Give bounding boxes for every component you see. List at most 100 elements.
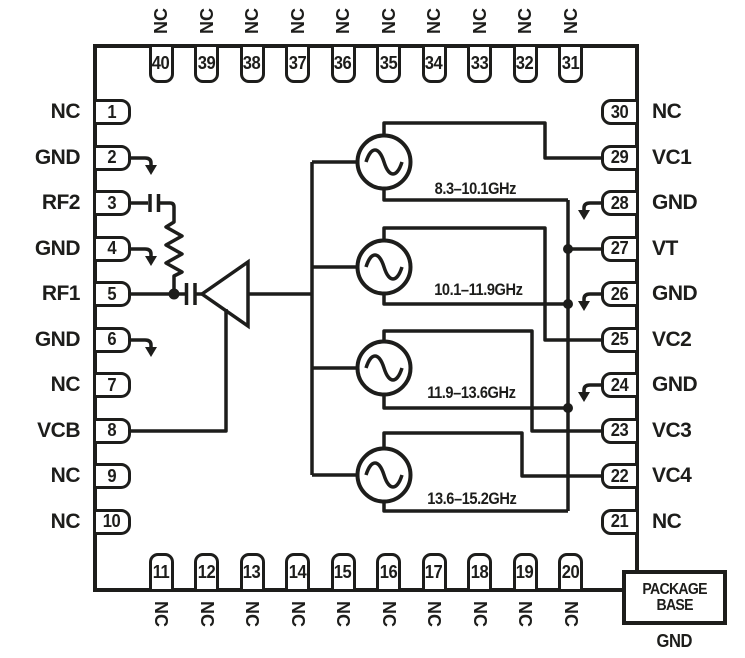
pin-36-label-text: NC <box>332 8 353 34</box>
pin-27-number: 27 <box>611 238 629 259</box>
package-base-box: PACKAGE BASE <box>622 570 727 625</box>
pin-10-box: 10 <box>93 508 131 535</box>
pin-31-label-text: NC <box>560 8 580 34</box>
junction-dot <box>563 403 573 413</box>
pin-28-box: 28 <box>601 190 639 217</box>
capacitor-icon <box>148 194 161 212</box>
pin-40-box: 40 <box>148 44 174 83</box>
pin-27-box: 27 <box>601 235 639 262</box>
osc3-vt-wire <box>382 394 568 410</box>
pin-26-label-text: GND <box>652 282 698 306</box>
pin-30-label: NC <box>652 100 745 124</box>
pin-2-label-text: GND <box>34 145 81 169</box>
pin-17-label-text: NC <box>424 601 445 627</box>
pin-2-number: 2 <box>107 147 117 168</box>
pin-19-label: NC <box>514 592 536 636</box>
pin-15-number: 15 <box>334 562 352 582</box>
pin-32-box: 32 <box>512 44 538 83</box>
vt-bus <box>563 200 604 511</box>
pin-28-label-text: GND <box>652 191 698 215</box>
vc1-wire <box>382 121 604 160</box>
pin-2-label: GND <box>0 145 81 170</box>
oscillator-4-frequency-label: 13.6–15.2GHz <box>392 489 552 508</box>
pin-38-box: 38 <box>239 44 265 83</box>
pin-10-label: NC <box>0 510 81 534</box>
osc1-vt-wire <box>382 188 568 202</box>
pin-17-number: 17 <box>425 562 443 582</box>
osc4-vt-wire <box>382 501 568 513</box>
package-base-line1: PACKAGE <box>642 580 707 598</box>
pin-9-label: NC <box>0 464 81 488</box>
pin-13-box: 13 <box>239 553 265 592</box>
sine-icon <box>364 253 404 281</box>
pin-6-label: GND <box>0 328 81 352</box>
pin-33-label: NC <box>469 0 491 43</box>
chip-package-outline <box>93 44 639 592</box>
pin-36-number: 36 <box>334 53 352 73</box>
oscillator-2 <box>312 226 604 342</box>
pin-39-box: 39 <box>194 44 219 83</box>
oscillator-1 <box>312 121 604 202</box>
pin-23-label: VC3 <box>652 419 745 443</box>
pin-4-number: 4 <box>107 238 117 259</box>
pin-9-number: 9 <box>107 465 117 486</box>
pin-39-label-text: NC <box>196 8 216 34</box>
pin-27-label-text: VT <box>652 236 678 260</box>
pin-14-label: NC <box>287 592 309 636</box>
pin-37-number: 37 <box>288 53 307 73</box>
pin-29-label: VC1 <box>652 146 745 170</box>
pin-1-label-text: NC <box>50 100 81 123</box>
pin-40-label-text: NC <box>150 8 171 34</box>
pin-37-box: 37 <box>285 44 310 83</box>
pin-28-number: 28 <box>611 192 629 213</box>
junction-dot <box>563 299 573 309</box>
pin-14-number: 14 <box>288 562 307 582</box>
ground-icon <box>128 156 157 175</box>
pin-18-number: 18 <box>470 562 489 582</box>
pin-23-label-text: VC3 <box>652 418 692 442</box>
pin-15-label: NC <box>332 592 354 636</box>
pin-34-number: 34 <box>425 53 443 73</box>
pin-37-label: NC <box>287 0 309 43</box>
pin-26-number: 26 <box>611 283 629 304</box>
pin-12-label-text: NC <box>197 601 217 627</box>
rf2-cap-wire <box>160 201 176 219</box>
pin-9-box: 9 <box>93 463 131 490</box>
pin-29-number: 29 <box>611 147 629 168</box>
pin-25-box: 25 <box>601 326 639 353</box>
vc2-wire <box>382 226 604 342</box>
pin-7-number: 7 <box>107 374 117 395</box>
oscillator-3 <box>312 329 604 433</box>
ground-icon <box>128 338 157 357</box>
ground-symbols <box>128 156 604 402</box>
pin-6-number: 6 <box>107 329 117 350</box>
pin-34-label-text: NC <box>423 8 444 34</box>
pin-34-box: 34 <box>421 44 447 83</box>
pin-22-number: 22 <box>611 465 629 486</box>
pin-24-label: GND <box>652 373 745 397</box>
pin-20-box: 20 <box>558 553 583 592</box>
ground-icon <box>578 383 604 402</box>
pin-32-label-text: NC <box>514 8 535 34</box>
pin-38-label-text: NC <box>241 8 262 34</box>
pin-5-label-text: RF1 <box>41 282 81 306</box>
pin-1-label: NC <box>0 100 81 124</box>
osc2-vt-wire <box>382 293 568 306</box>
pin-33-number: 33 <box>470 53 489 73</box>
pin-25-number: 25 <box>611 329 629 350</box>
pin-35-box: 35 <box>376 44 401 83</box>
junction-dot <box>168 288 180 300</box>
pin-11-box: 11 <box>148 553 174 592</box>
pin-21-box: 21 <box>601 508 639 535</box>
pin-15-label-text: NC <box>333 601 354 627</box>
pin-17-label: NC <box>423 592 445 636</box>
pin-25-label-text: VC2 <box>652 327 692 351</box>
pin-30-box: 30 <box>601 99 639 125</box>
pin-21-number: 21 <box>611 511 629 532</box>
pin-4-box: 4 <box>93 235 131 262</box>
pin-27-label: VT <box>652 237 745 261</box>
pin-8-label-text: VCB <box>37 418 80 442</box>
pin-14-box: 14 <box>285 553 310 592</box>
pin-32-number: 32 <box>516 53 534 73</box>
